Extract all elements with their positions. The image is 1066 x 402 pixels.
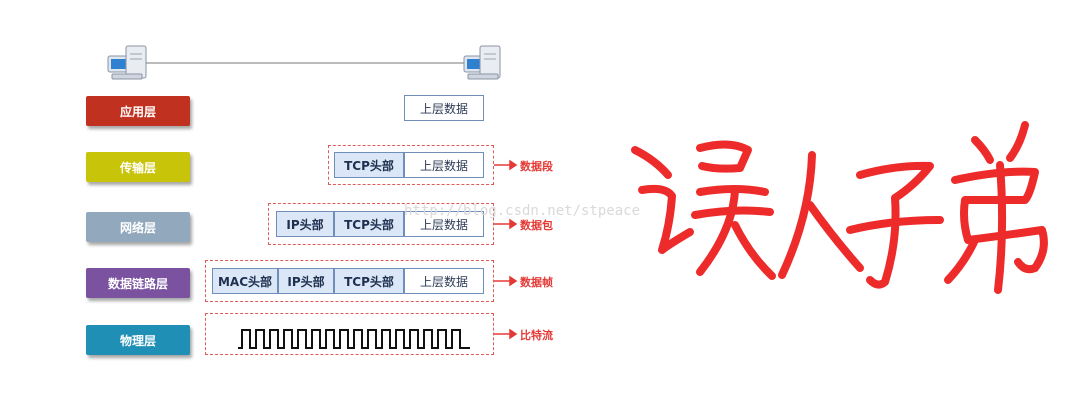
layer-transport: 传输层 [86, 152, 190, 182]
datalink-mac-header: MAC头部 [212, 268, 278, 294]
unit-packet: 数据包 [520, 219, 553, 232]
layer-application: 应用层 [86, 96, 190, 126]
network-tcp-header: TCP头部 [334, 211, 404, 237]
computer-right-icon [463, 45, 501, 80]
watermark: http://blog.csdn.net/stpeace [404, 203, 641, 219]
unit-segment: 数据段 [520, 160, 553, 173]
app-upper-data: 上层数据 [404, 95, 484, 121]
datalink-upper-data: 上层数据 [404, 268, 484, 294]
bitstream-box [205, 313, 494, 355]
transport-upper-data: 上层数据 [404, 152, 484, 178]
layer-physical: 物理层 [86, 325, 190, 355]
network-ip-header: IP头部 [276, 211, 334, 237]
datalink-tcp-header: TCP头部 [334, 268, 404, 294]
unit-bitstream: 比特流 [520, 329, 553, 342]
arrows [494, 159, 518, 340]
unit-frame: 数据帧 [520, 276, 553, 289]
square-wave-path [238, 329, 470, 349]
layer-network: 网络层 [86, 212, 190, 242]
layer-datalink: 数据链路层 [86, 268, 190, 298]
computer-left-icon [107, 45, 147, 80]
packet-box [268, 203, 494, 245]
frame-box [205, 260, 494, 302]
network-upper-data: 上层数据 [404, 211, 484, 237]
transport-tcp-header: TCP头部 [334, 152, 404, 178]
segment-box [328, 145, 494, 185]
datalink-ip-header: IP头部 [278, 268, 334, 294]
